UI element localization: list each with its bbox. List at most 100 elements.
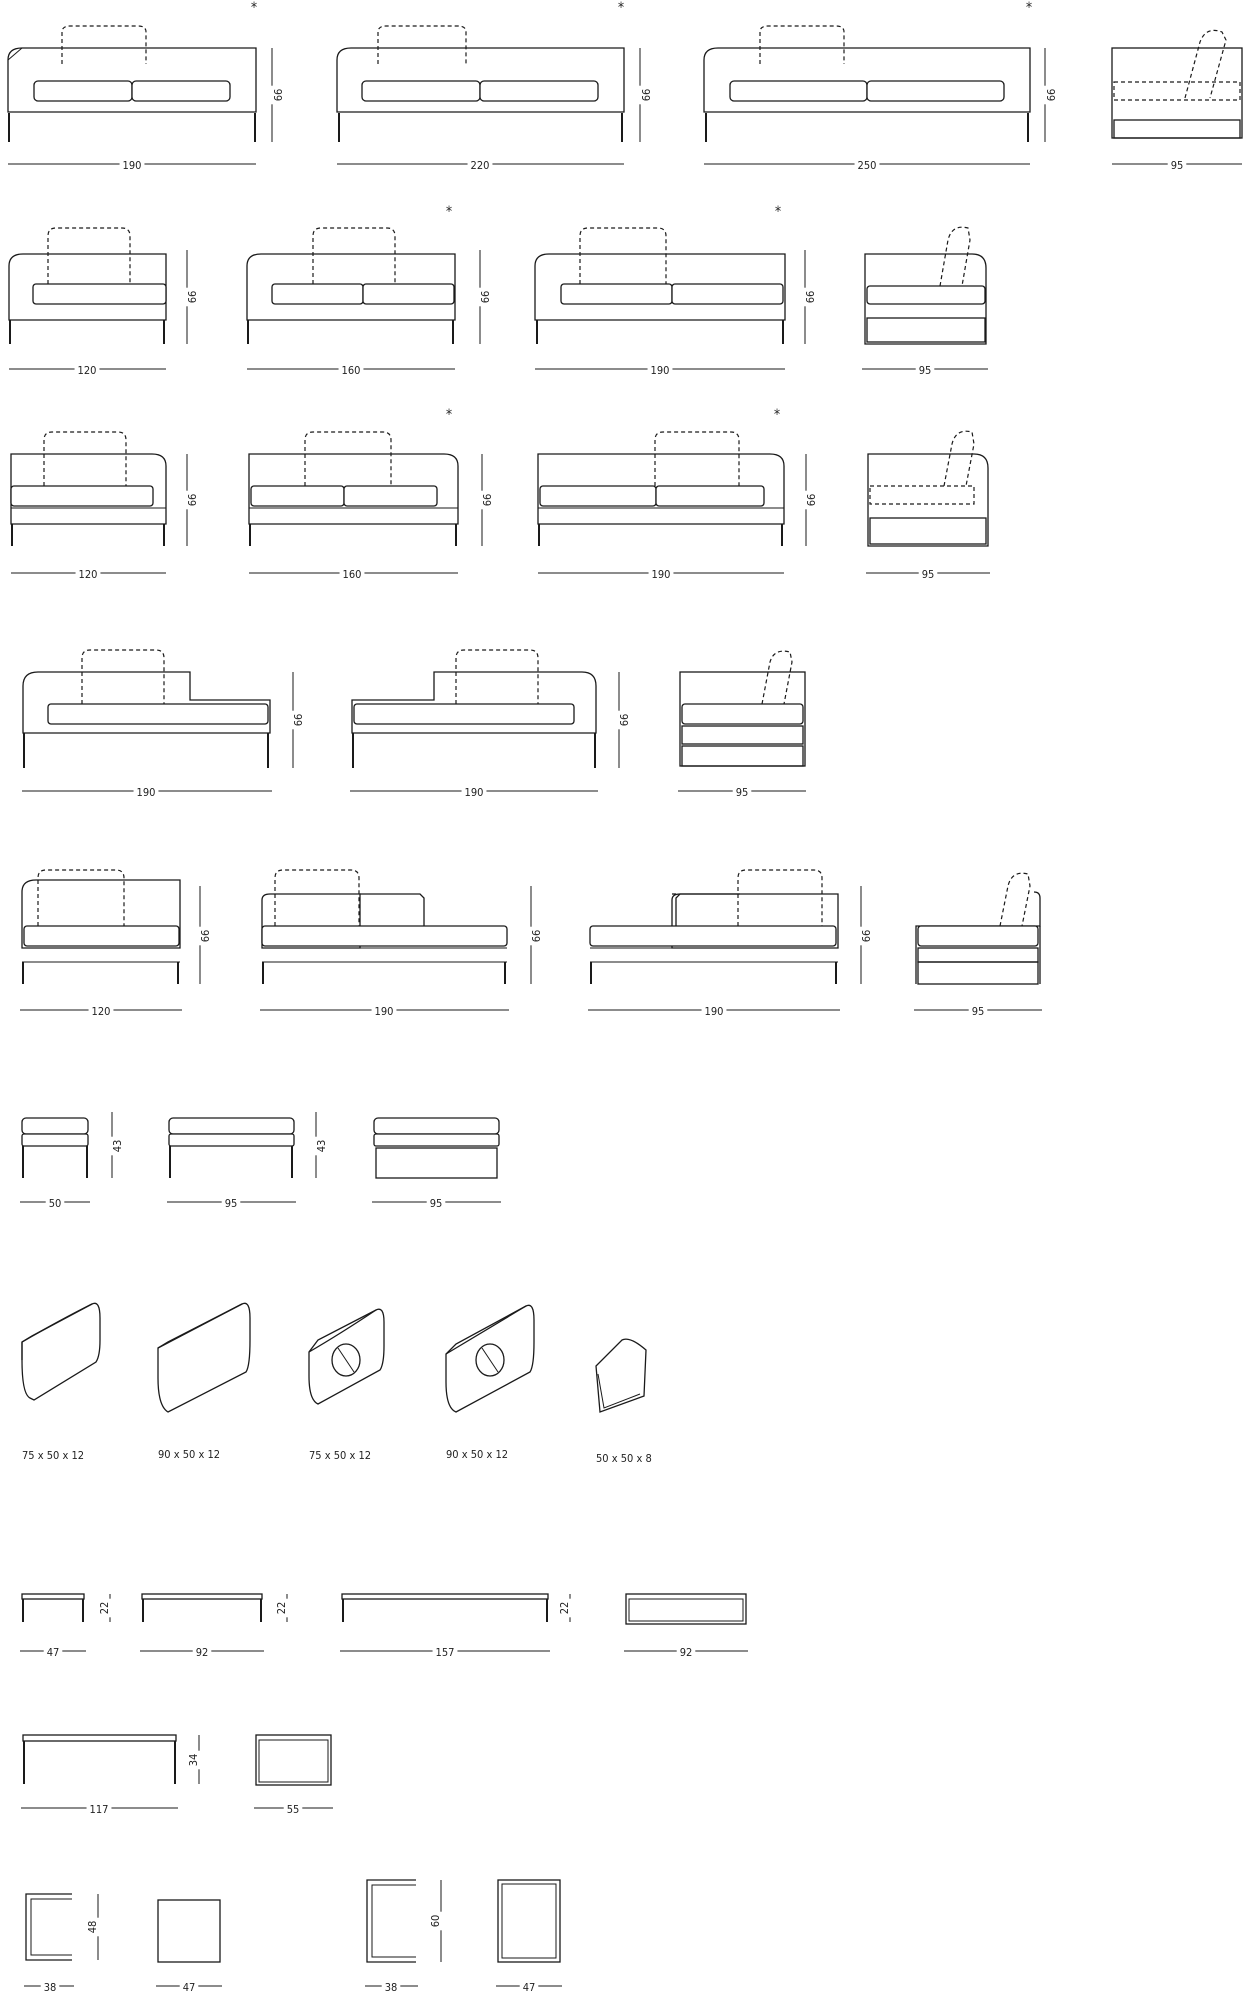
ottoman-95-height: 43	[315, 1140, 328, 1153]
sofa-250-width: 250	[858, 159, 877, 172]
corner-190-mark: *	[774, 407, 780, 423]
sofa-190-width: 190	[123, 159, 142, 172]
sofa-190b-mark: *	[775, 204, 781, 220]
corner-190-height: 66	[805, 494, 818, 507]
corner-160-mark: *	[446, 407, 452, 423]
sofa-250-height: 66	[1045, 89, 1058, 102]
low-table-box-92: 92	[624, 1593, 748, 1660]
sofa-160-width: 160	[342, 364, 361, 377]
cushion-4-label: 90 x 50 x 12	[446, 1448, 508, 1461]
corner-120-width: 120	[79, 568, 98, 581]
side-table-c-tall-height: 60	[429, 1915, 442, 1928]
side-table-c-38-height: 48	[86, 1921, 99, 1934]
sofa-190-mark: *	[251, 0, 257, 16]
side-table-c-38-width: 38	[44, 1981, 57, 1994]
armchair-120-height: 66	[186, 291, 199, 304]
cushion-5-label: 50 x 50 x 8	[596, 1452, 652, 1465]
sofa-190-height: 66	[272, 89, 285, 102]
chaise-right-height: 66	[618, 714, 631, 727]
sofa-160: 160 * 66	[246, 203, 493, 378]
cushion-3-label: 75 x 50 x 12	[309, 1449, 371, 1462]
low-table-92-width: 92	[196, 1646, 209, 1659]
ottoman-95-width: 95	[225, 1197, 238, 1210]
sofa-160-mark: *	[446, 204, 452, 220]
corner-190: 190 * 66	[537, 406, 819, 582]
open-190-right-height: 66	[860, 930, 873, 943]
coffee-table-height: 34	[187, 1754, 200, 1767]
sofa-160-height: 66	[479, 291, 492, 304]
side-table-box-47: 47	[156, 1899, 222, 1995]
ottoman-50-width: 50	[49, 1197, 62, 1210]
corner-120: 120 66	[10, 431, 200, 582]
corner-190-width: 190	[652, 568, 671, 581]
side-table-c-38: 38 48	[24, 1893, 100, 1995]
side-table-box-47-width: 47	[183, 1981, 196, 1994]
open-side-width: 95	[972, 1005, 985, 1018]
low-table-92: 92 22	[140, 1593, 289, 1660]
corner-120-height: 66	[186, 494, 199, 507]
chaise-side-width: 95	[736, 786, 749, 799]
ottoman-box-width: 95	[430, 1197, 443, 1210]
side-table-box-tall-width: 47	[523, 1981, 536, 1994]
cushion-2: 90 x 50 x 12	[157, 1302, 251, 1461]
side-table-box-tall-47: 47	[496, 1879, 562, 1995]
low-table-47-width: 47	[47, 1646, 60, 1659]
ottoman-95: 95 43	[167, 1112, 329, 1211]
side-table-c-tall-width: 38	[385, 1981, 398, 1994]
open-120: 120 66	[20, 869, 213, 1019]
corner-160-width: 160	[343, 568, 362, 581]
coffee-table-width: 117	[90, 1803, 109, 1816]
cushion-1: 75 x 50 x 12	[21, 1302, 101, 1462]
side-table-c-tall-38: 38 60	[365, 1879, 443, 1995]
low-table-47-height: 22	[98, 1602, 111, 1615]
sofa-190b-width: 190	[651, 364, 670, 377]
sofa-250-mark: *	[1026, 0, 1032, 16]
open-190-left-width: 190	[375, 1005, 394, 1018]
side-view-row2: 95	[862, 226, 988, 378]
chaise-left-height: 66	[292, 714, 305, 727]
cushion-2-label: 90 x 50 x 12	[158, 1448, 220, 1461]
corner-160-height: 66	[481, 494, 494, 507]
sofa-side-width: 95	[1171, 159, 1184, 172]
low-table-box-width: 92	[680, 1646, 693, 1659]
sofa-side-view: 95	[1111, 29, 1243, 173]
open-120-width: 120	[92, 1005, 111, 1018]
open-120-height: 66	[199, 930, 212, 943]
side-view-row3: 95	[866, 430, 990, 582]
open-190-right: 190 66	[588, 869, 874, 1019]
chaise-right-width: 190	[465, 786, 484, 799]
low-table-157: 157 22	[340, 1593, 572, 1660]
ottoman-50: 50 43	[20, 1112, 125, 1211]
sofa-220-height: 66	[640, 89, 653, 102]
cushion-4: 90 x 50 x 12	[445, 1304, 535, 1461]
coffee-box-width: 55	[287, 1803, 300, 1816]
coffee-box-55: 55	[254, 1734, 333, 1817]
cushion-1-label: 75 x 50 x 12	[22, 1449, 84, 1462]
open-190-left: 190 66	[260, 869, 544, 1019]
side-view-row2-width: 95	[919, 364, 932, 377]
low-table-47: 47 22	[20, 1593, 112, 1660]
chaise-left: 190 66	[22, 649, 306, 800]
sofa-250: 250 * 66	[703, 0, 1059, 173]
side-view-row3-width: 95	[922, 568, 935, 581]
low-table-92-height: 22	[275, 1602, 288, 1615]
sofa-220: 220 * 66	[336, 0, 654, 173]
sofa-190b-height: 66	[804, 291, 817, 304]
cushion-3: 75 x 50 x 12	[308, 1308, 385, 1462]
low-table-157-height: 22	[558, 1602, 571, 1615]
chaise-right: 190 66	[350, 649, 632, 800]
low-table-157-width: 157	[436, 1646, 455, 1659]
ottoman-box-95: 95	[372, 1117, 501, 1211]
open-190-right-width: 190	[705, 1005, 724, 1018]
sofa-190b: 190 * 66	[534, 203, 818, 378]
open-side: 95	[914, 872, 1042, 1019]
chaise-left-width: 190	[137, 786, 156, 799]
corner-160: 160 * 66	[248, 406, 495, 582]
coffee-table-117: 117 34	[21, 1734, 201, 1817]
ottoman-50-height: 43	[111, 1140, 124, 1153]
armchair-120-width: 120	[78, 364, 97, 377]
sofa-220-width: 220	[471, 159, 490, 172]
open-190-left-height: 66	[530, 930, 543, 943]
chaise-side: 95	[678, 650, 806, 800]
